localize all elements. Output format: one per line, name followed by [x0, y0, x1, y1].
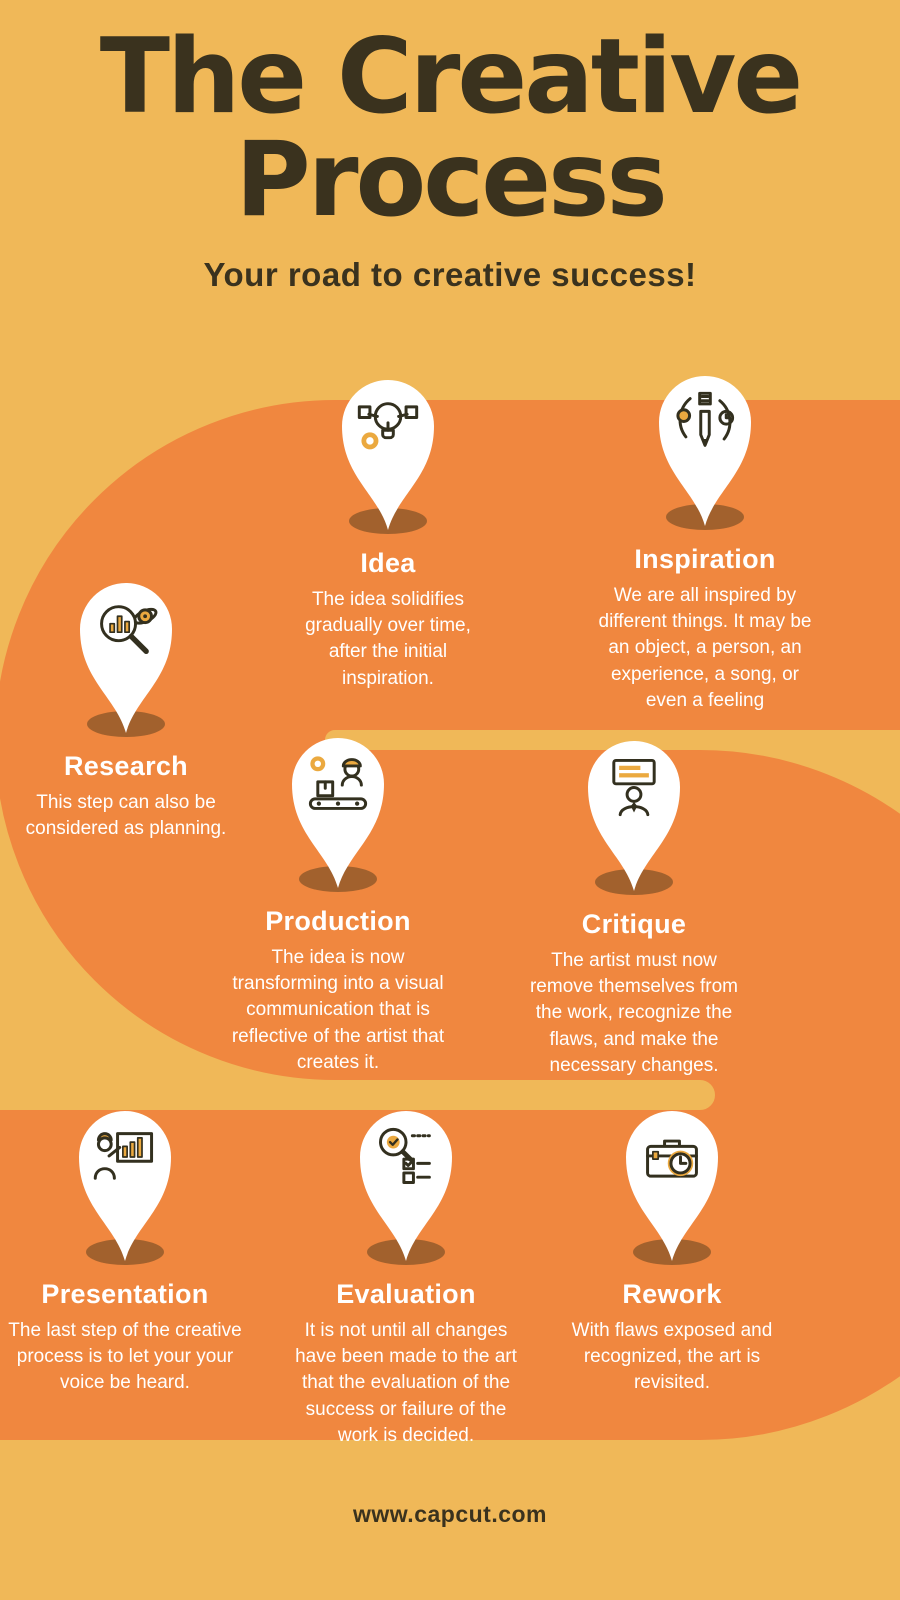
- presentation-speaker-chart-icon: [93, 1132, 154, 1180]
- station-description: The last step of the creative process is…: [8, 1320, 242, 1394]
- idea-lightbulb-icon: [357, 402, 419, 450]
- station-title: Critique: [581, 909, 687, 939]
- station-production: Production The idea is now transforming …: [218, 730, 458, 1076]
- station-description: The idea is now transforming into a visu…: [231, 947, 445, 1073]
- station-title: Inspiration: [634, 544, 776, 574]
- pin-marker: [578, 733, 690, 895]
- station-title: Idea: [360, 548, 416, 578]
- station-description: This step can also be considered as plan…: [25, 792, 227, 840]
- rework-briefcase-clock-icon: [646, 1139, 698, 1178]
- title-line-2: Process: [235, 120, 668, 240]
- station-rework: Rework With flaws exposed and recognized…: [552, 1103, 792, 1397]
- station-description: The idea solidifies gradually over time,…: [305, 589, 471, 689]
- map-pin: [588, 741, 680, 891]
- station-critique: Critique The artist must now remove them…: [514, 733, 754, 1079]
- station-description: We are all inspired by different things.…: [598, 585, 812, 711]
- critique-reviewer-board-icon: [612, 758, 656, 817]
- station-description: The artist must now remove themselves fr…: [529, 950, 738, 1076]
- pin-marker: [282, 730, 394, 892]
- map-pin: [292, 738, 384, 888]
- station-idea: Idea The idea solidifies gradually over …: [268, 372, 508, 692]
- website-url: www.capcut.com: [352, 1501, 548, 1527]
- pin-marker: [350, 1103, 462, 1265]
- title-line-1: The Creative: [99, 17, 804, 137]
- station-title: Research: [64, 751, 188, 781]
- pin-marker: [69, 1103, 181, 1265]
- header: The Creative Process Your road to creati…: [0, 0, 900, 294]
- pin-marker: [70, 575, 182, 737]
- research-magnifier-chart-icon: [100, 605, 158, 654]
- station-description: With flaws exposed and recognized, the a…: [571, 1320, 773, 1394]
- station-inspiration: Inspiration We are all inspired by diffe…: [585, 368, 825, 714]
- station-description: It is not until all changes have been ma…: [295, 1320, 517, 1446]
- production-conveyor-worker-icon: [308, 756, 368, 810]
- station-research: Research This step can also be considere…: [6, 575, 246, 842]
- pin-marker: [616, 1103, 728, 1265]
- pin-marker: [332, 372, 444, 534]
- station-presentation: Presentation The last step of the creati…: [0, 1103, 250, 1397]
- page-subtitle: Your road to creative success!: [203, 256, 697, 293]
- page-title: The Creative Process: [0, 26, 900, 232]
- station-title: Presentation: [41, 1279, 209, 1309]
- inspiration-pencil-cycle-icon: [676, 391, 735, 447]
- pin-marker: [649, 368, 761, 530]
- station-title: Evaluation: [336, 1279, 476, 1309]
- evaluation-checklist-magnifier-icon: [379, 1127, 431, 1184]
- station-title: Production: [265, 906, 411, 936]
- station-evaluation: Evaluation It is not until all changes h…: [281, 1103, 531, 1449]
- station-title: Rework: [622, 1279, 722, 1309]
